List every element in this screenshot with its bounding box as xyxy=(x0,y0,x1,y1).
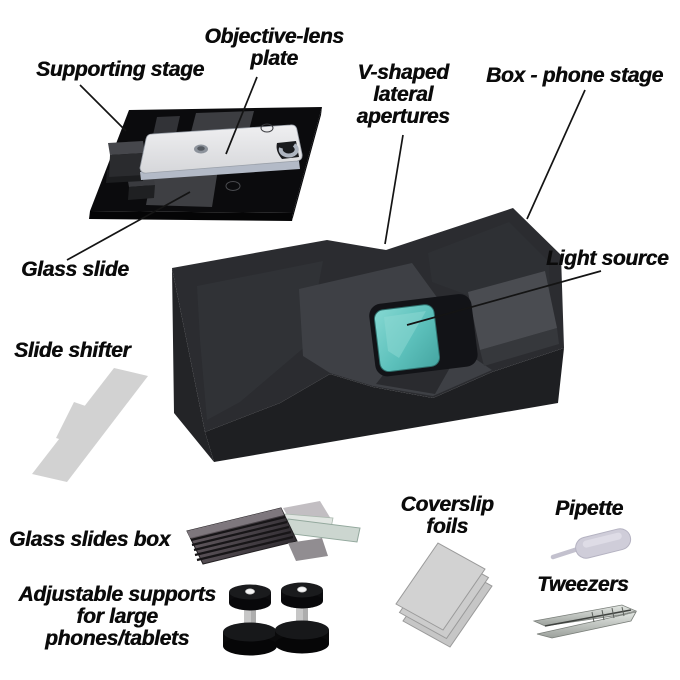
tweezers-label: Tweezers xyxy=(537,573,629,596)
leader-glass-slide xyxy=(66,191,191,261)
support-left xyxy=(223,584,277,656)
leader-box-phone-stage xyxy=(526,89,586,220)
glass-slides-box-illustration xyxy=(186,501,361,565)
leader-lines xyxy=(66,76,602,326)
supporting-stage-illustration xyxy=(89,107,322,221)
support-right xyxy=(275,582,329,654)
stage-plate-edge xyxy=(89,211,293,221)
adjustable-supports-label: Adjustable supports for large phones/tab… xyxy=(18,583,216,650)
right-raised-block xyxy=(468,271,557,350)
glass-slides-box-label: Glass slides box xyxy=(9,528,170,551)
leader-supporting-stage xyxy=(79,84,127,132)
leader-v-shaped-apertures xyxy=(384,134,404,245)
box-phone-stage-illustration xyxy=(172,208,564,462)
adjustable-supports-illustration xyxy=(223,582,329,656)
pipette-illustration xyxy=(550,528,632,560)
stage-knob xyxy=(108,141,145,155)
leader-objective-lens-plate xyxy=(225,76,258,155)
objective-lens-plate-shape xyxy=(139,124,303,174)
slide-shifter-illustration xyxy=(32,368,148,482)
leader-light-source xyxy=(406,270,602,326)
light-source-label: Light source xyxy=(546,247,669,270)
glass-slide-label: Glass slide xyxy=(21,258,129,281)
pipette-label: Pipette xyxy=(555,497,623,520)
v-shaped-apertures-label: V-shaped lateral apertures xyxy=(356,61,450,128)
tweezers-illustration xyxy=(532,604,638,639)
box-front-face xyxy=(205,348,564,462)
coverslip-foils-label: Coverslip foils xyxy=(400,493,494,538)
box-phone-stage-label: Box - phone stage xyxy=(486,64,663,87)
objective-lens-plate-label: Objective-lens plate xyxy=(204,25,344,70)
glass-slide-lower xyxy=(146,169,218,207)
coverslip-foils-illustration xyxy=(395,542,493,648)
left-tray-floor xyxy=(197,261,323,420)
box-left-face xyxy=(172,268,214,462)
slide-shifter-label: Slide shifter xyxy=(14,339,131,362)
supporting-stage-label: Supporting stage xyxy=(36,58,204,81)
